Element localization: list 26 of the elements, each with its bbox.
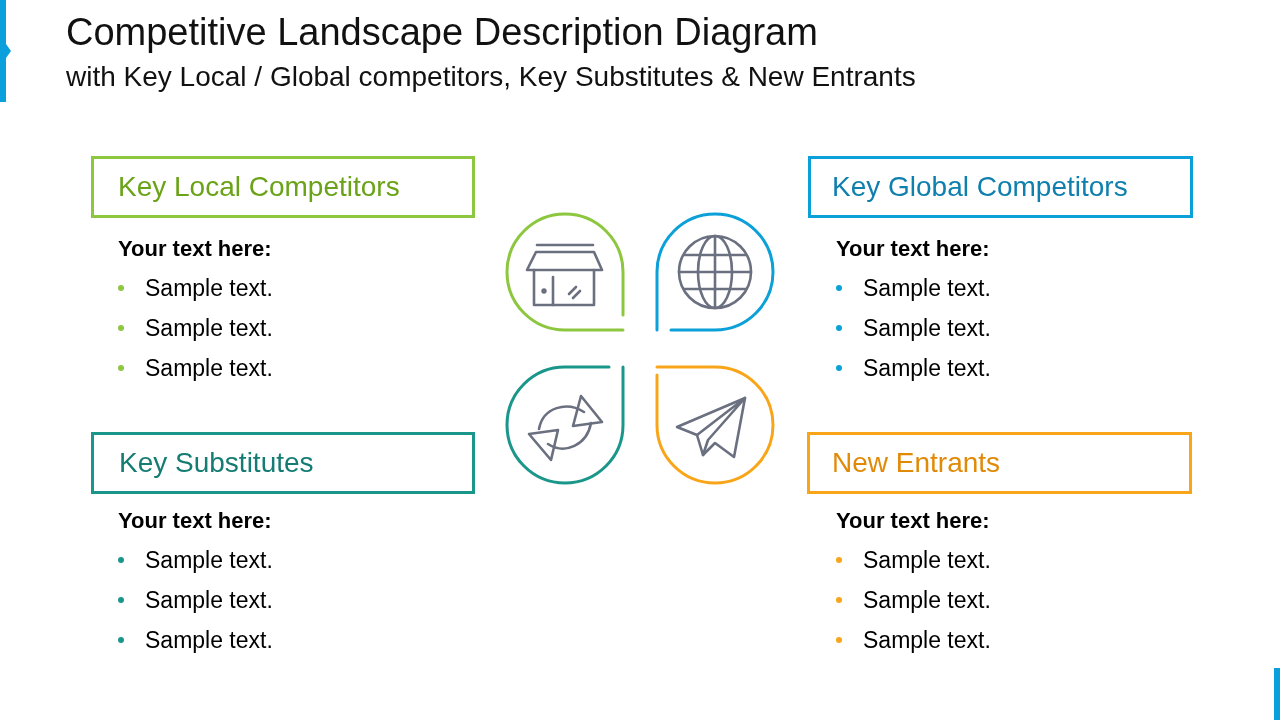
box-heading: New Entrants [832,446,1001,480]
bullet-text: Sample text. [145,625,273,655]
bullet-text: Sample text. [863,545,991,575]
box-heading: Key Substitutes [119,446,314,480]
bullet-text: Sample text. [863,313,991,343]
subheading: Your text here: [118,506,272,535]
box-heading: Key Global Competitors [832,170,1128,204]
heading-box [91,432,475,494]
heading-box [808,156,1193,218]
bullet-text: Sample text. [145,313,273,343]
bullet-text: Sample text. [863,585,991,615]
heading-box [91,156,475,218]
bullet-text: Sample text. [863,625,991,655]
subheading: Your text here: [836,234,990,263]
subtitle: with Key Local / Global competitors, Key Substitutes & New Entrants [66,60,916,94]
heading-box [807,432,1192,494]
bullet-text: Sample text. [145,353,273,383]
subheading: Your text here: [118,234,272,263]
bullet-text: Sample text. [863,273,991,303]
box-heading: Key Local Competitors [118,170,400,204]
bullet-text: Sample text. [145,545,273,575]
bullet-text: Sample text. [145,585,273,615]
title: Competitive Landscape Description Diagram [66,10,818,55]
bullet-text: Sample text. [145,273,273,303]
bullet-text: Sample text. [863,353,991,383]
subheading: Your text here: [836,506,990,535]
